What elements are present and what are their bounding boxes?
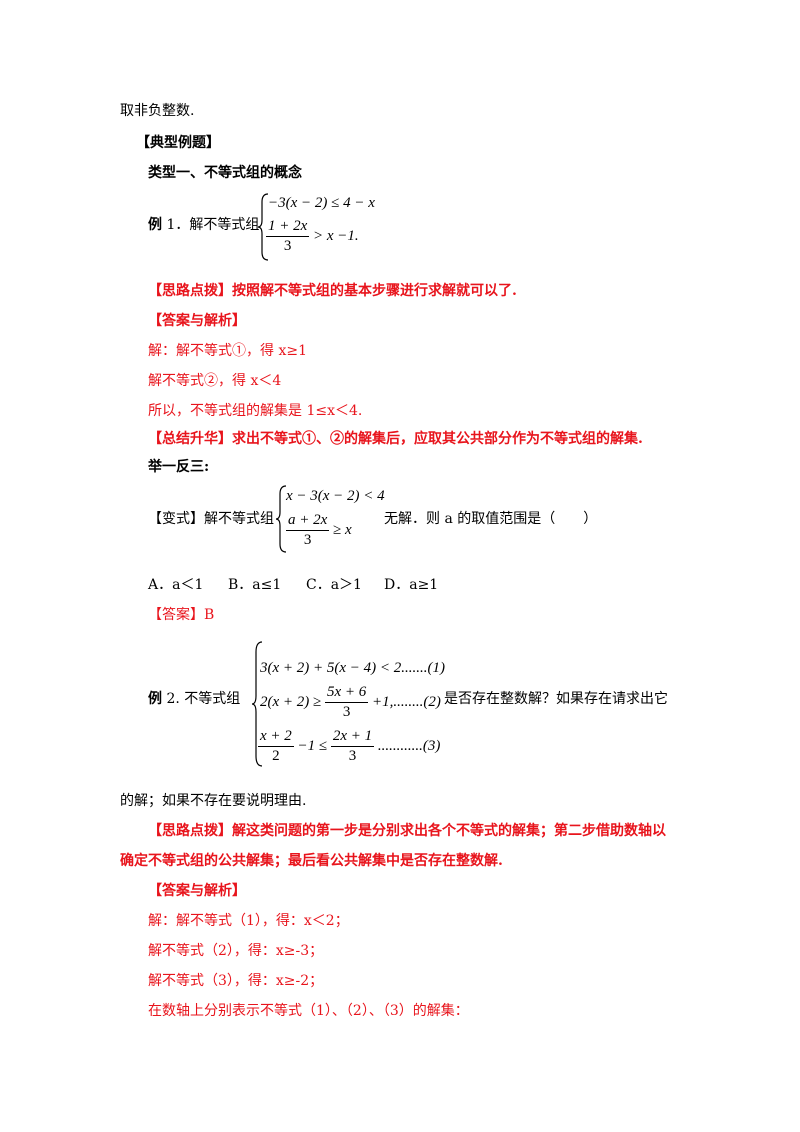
fraction-numerator: 1 + 2x [266, 218, 310, 237]
example2-continuation: 的解；如果不存在要说明理由. [120, 793, 307, 809]
example1-label-bold: 例 [148, 217, 162, 233]
example2-solution-line-3: 解不等式（3），得：x≥-2； [148, 973, 324, 989]
inequality-right: +1,........(2) [368, 693, 441, 710]
option-d: D．a≥1 [384, 577, 439, 593]
intro-text: 取非负整数. [120, 103, 195, 119]
inequality-middle: −1 ≤ [293, 737, 328, 754]
example2-label-bold: 例 [148, 691, 162, 707]
option-c: C．a＞1 [306, 577, 362, 593]
inequality-right: ............(3) [374, 737, 441, 754]
example2-solution-line-4: 在数轴上分别表示不等式（1）、（2）、（3）的解集： [148, 1003, 469, 1019]
example1-label-rest: 1．解不等式组 [162, 217, 260, 233]
variant-inequality-1: x − 3(x − 2) < 4 [286, 488, 385, 504]
variant-prefix: 【变式】解不等式组 [148, 511, 274, 527]
example1-inequality-1: −3(x − 2) ≤ 4 − x [268, 195, 375, 211]
variant-brace [275, 485, 287, 553]
fraction-numerator: 5x + 6 [325, 684, 369, 703]
fraction-denominator: 3 [348, 748, 357, 764]
example1-summary: 【总结升华】求出不等式①、②的解集后，应取其公共部分作为不等式组的解集. [148, 431, 643, 447]
option-a: A．a＜1 [148, 577, 204, 593]
example1-solution-line-2: 解不等式②，得 x＜4 [148, 373, 282, 389]
example2-label: 例 2. 不等式组 [148, 688, 240, 708]
option-b: B．a≤1 [228, 577, 282, 593]
example1-answer-title: 【答案与解析】 [148, 313, 246, 329]
fraction-numerator: 2x + 1 [330, 728, 375, 747]
section-heading: 【典型例题】 [136, 135, 220, 151]
practice-heading: 举一反三: [148, 459, 210, 475]
example1-brace [257, 193, 269, 261]
fraction-denominator: 3 [303, 532, 312, 548]
example1-solution-line-3: 所以，不等式组的解集是 1≤x＜4. [148, 403, 363, 419]
fraction-denominator: 3 [342, 704, 351, 720]
fraction-denominator: 2 [272, 748, 280, 764]
fraction-numerator: x + 2 [258, 728, 294, 747]
inequality-rest: > x −1. [309, 227, 359, 244]
inequality-left: 2(x + 2) ≥ [260, 693, 322, 710]
example2-inequality-1: 3(x + 2) + 5(x − 4) < 2.......(1) [260, 660, 446, 676]
inequality-rest: ≥ x [329, 521, 352, 538]
example1-solution-line-1: 解：解不等式①，得 x≥1 [148, 343, 307, 359]
example2-brace [251, 641, 263, 767]
example2-suffix: 是否存在整数解？如果存在请求出它 [444, 691, 668, 707]
example2-label-rest: 2. 不等式组 [162, 691, 241, 707]
example2-answer-title: 【答案与解析】 [148, 883, 246, 899]
example1-label: 例 1．解不等式组 [148, 214, 259, 234]
example2-solution-line-1: 解：解不等式（1），得：x＜2； [148, 913, 349, 929]
fraction-denominator: 3 [283, 238, 292, 254]
variant-suffix: 无解．则 a 的取值范围是（ ） [384, 511, 598, 527]
example2-solution-line-2: 解不等式（2），得：x≥-3； [148, 943, 324, 959]
fraction-numerator: a + 2x [286, 512, 330, 531]
example2-hint-line-2: 确定不等式组的公共解集；最后看公共解集中是否存在整数解. [120, 853, 503, 869]
example1-hint: 【思路点拨】按照解不等式组的基本步骤进行求解就可以了. [148, 283, 517, 299]
variant-answer: 【答案】B [148, 607, 215, 623]
example2-hint-line-1: 【思路点拨】解这类问题的第一步是分别求出各个不等式的解集；第二步借助数轴以 [148, 823, 666, 839]
type1-heading: 类型一、不等式组的概念 [148, 165, 302, 181]
